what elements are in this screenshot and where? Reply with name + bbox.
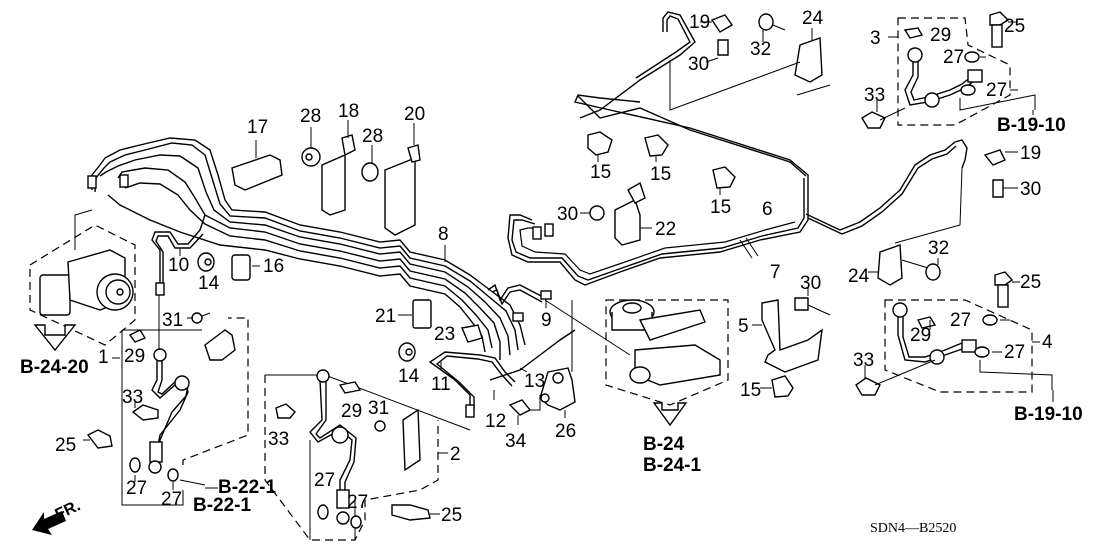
callout-4[interactable]: 4 bbox=[1042, 332, 1053, 353]
callout-24-top[interactable]: 24 bbox=[802, 8, 824, 29]
callout-32-top[interactable]: 32 bbox=[750, 39, 771, 60]
callout-19-right[interactable]: 19 bbox=[1020, 143, 1041, 164]
rear-right-brake-hose-assembly bbox=[861, 11, 1036, 129]
callout-29-c[interactable]: 29 bbox=[930, 25, 951, 46]
callout-9[interactable]: 9 bbox=[541, 310, 552, 331]
front-arrow-icon bbox=[32, 511, 66, 535]
callout-19-top[interactable]: 19 bbox=[689, 12, 710, 33]
callout-8[interactable]: 8 bbox=[438, 224, 449, 245]
callout-31-a[interactable]: 31 bbox=[162, 310, 183, 331]
callout-2[interactable]: 2 bbox=[450, 444, 461, 465]
callout-31-b[interactable]: 31 bbox=[368, 398, 389, 419]
rear-left-brake-hose-assembly bbox=[855, 149, 1053, 396]
callout-labels: 1 2 3 4 5 6 7 8 9 10 11 12 13 14 14 15 1… bbox=[55, 8, 1053, 526]
master-cylinder-assembly bbox=[544, 299, 729, 427]
callout-10[interactable]: 10 bbox=[168, 255, 189, 276]
callout-15-b[interactable]: 15 bbox=[650, 164, 671, 185]
callout-1[interactable]: 1 bbox=[98, 347, 109, 368]
callout-18[interactable]: 18 bbox=[338, 101, 359, 122]
callout-30-bracket[interactable]: 30 bbox=[800, 273, 821, 294]
callout-30-right[interactable]: 30 bbox=[1020, 179, 1041, 200]
reference-labels: B-24-20 B-22-1 B-22-1 B-24 B-24-1 B-19-1… bbox=[20, 110, 1083, 516]
front-direction-indicator bbox=[32, 511, 66, 535]
reference-b-19-10-top[interactable]: B-19-10 bbox=[997, 115, 1066, 136]
callout-25-left[interactable]: 25 bbox=[55, 435, 76, 456]
reference-b-24-1[interactable]: B-24-1 bbox=[643, 455, 702, 476]
callout-21[interactable]: 21 bbox=[375, 306, 396, 327]
front-left-brake-hose-assembly bbox=[83, 285, 249, 506]
callout-25-top-right[interactable]: 25 bbox=[1004, 16, 1025, 37]
callout-25-bottom[interactable]: 25 bbox=[441, 505, 462, 526]
callout-32-right[interactable]: 32 bbox=[928, 238, 949, 259]
callout-7[interactable]: 7 bbox=[770, 262, 781, 283]
brake-pipe-bundle bbox=[91, 137, 576, 410]
front-direction-label: FR. bbox=[53, 497, 84, 523]
callout-27-h[interactable]: 27 bbox=[1004, 342, 1025, 363]
callout-27-a[interactable]: 27 bbox=[126, 478, 147, 499]
callout-15-d[interactable]: 15 bbox=[740, 380, 761, 401]
reference-b-22-1-upper[interactable]: B-22-1 bbox=[218, 477, 277, 498]
callout-16[interactable]: 16 bbox=[263, 256, 284, 277]
callout-27-g[interactable]: 27 bbox=[950, 310, 971, 331]
callout-29-d[interactable]: 29 bbox=[910, 325, 931, 346]
callout-11[interactable]: 11 bbox=[431, 374, 451, 395]
brake-pipe-6-7 bbox=[507, 11, 968, 286]
callout-27-c[interactable]: 27 bbox=[314, 470, 335, 491]
top-center-brackets bbox=[669, 13, 831, 111]
proportioning-valve bbox=[508, 300, 576, 425]
callout-14-center[interactable]: 14 bbox=[398, 366, 420, 387]
reference-b-24[interactable]: B-24 bbox=[643, 434, 685, 455]
callout-33-c[interactable]: 33 bbox=[864, 85, 885, 106]
callout-33-a[interactable]: 33 bbox=[122, 387, 143, 408]
pipe-clamps bbox=[87, 120, 794, 418]
callout-28-a[interactable]: 28 bbox=[300, 106, 321, 127]
callout-29-a[interactable]: 29 bbox=[124, 346, 145, 367]
diagram-code: SDN4—B2520 bbox=[870, 521, 956, 536]
callout-30-top[interactable]: 30 bbox=[688, 54, 709, 75]
callout-3[interactable]: 3 bbox=[870, 28, 881, 49]
callout-27-d[interactable]: 27 bbox=[347, 492, 368, 513]
callout-15-c[interactable]: 15 bbox=[710, 197, 731, 218]
abs-modulator-assembly bbox=[29, 209, 136, 352]
callout-33-b[interactable]: 33 bbox=[268, 429, 289, 450]
callout-26[interactable]: 26 bbox=[555, 421, 576, 442]
bracket-5 bbox=[752, 288, 831, 373]
callout-22[interactable]: 22 bbox=[655, 219, 676, 240]
callout-13[interactable]: 13 bbox=[524, 371, 545, 392]
reference-b-24-20[interactable]: B-24-20 bbox=[20, 357, 89, 378]
callout-28-b[interactable]: 28 bbox=[362, 126, 383, 147]
callout-23[interactable]: 23 bbox=[434, 324, 455, 345]
callout-15-a[interactable]: 15 bbox=[590, 162, 611, 183]
callout-5[interactable]: 5 bbox=[738, 316, 749, 337]
reference-b-19-10-bottom[interactable]: B-19-10 bbox=[1014, 404, 1083, 425]
callout-20[interactable]: 20 bbox=[404, 104, 425, 125]
callout-30-center[interactable]: 30 bbox=[557, 204, 578, 225]
reference-b-22-1-lower[interactable]: B-22-1 bbox=[193, 495, 252, 516]
callout-14-left[interactable]: 14 bbox=[198, 273, 220, 294]
callout-12[interactable]: 12 bbox=[485, 411, 506, 432]
callout-24-right[interactable]: 24 bbox=[848, 266, 870, 287]
front-right-brake-hose-assembly bbox=[264, 369, 471, 541]
callout-27-f[interactable]: 27 bbox=[986, 80, 1007, 101]
callout-34[interactable]: 34 bbox=[505, 431, 527, 452]
callout-27-e[interactable]: 27 bbox=[943, 47, 964, 68]
callout-27-b[interactable]: 27 bbox=[161, 489, 182, 510]
callout-17[interactable]: 17 bbox=[247, 117, 268, 138]
callout-29-b[interactable]: 29 bbox=[341, 401, 362, 422]
reference-arrow-icon bbox=[33, 324, 77, 352]
callout-25-mid-right[interactable]: 25 bbox=[1020, 272, 1041, 293]
callout-33-d[interactable]: 33 bbox=[853, 350, 874, 371]
callout-6[interactable]: 6 bbox=[762, 199, 773, 220]
reference-arrow-icon bbox=[652, 402, 688, 427]
